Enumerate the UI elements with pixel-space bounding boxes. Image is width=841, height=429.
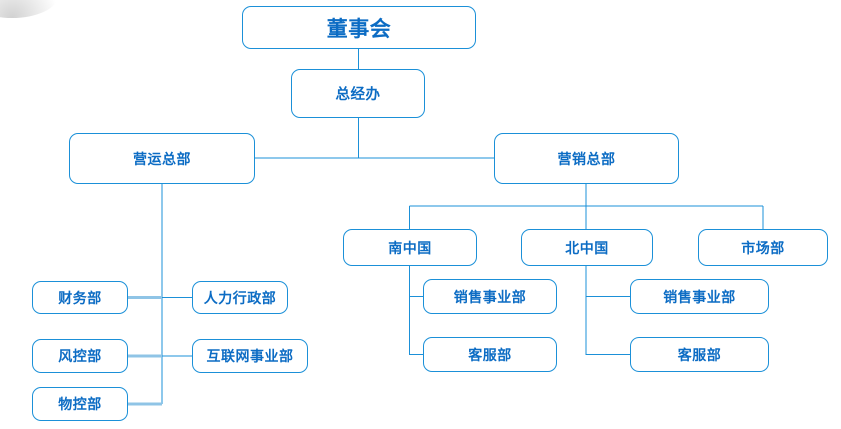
node-material-control-department[interactable]: 物控部 [32, 387, 128, 421]
node-operations-hq[interactable]: 营运总部 [69, 133, 255, 184]
node-general-manager-office[interactable]: 总经办 [291, 69, 425, 118]
node-internet-business-department[interactable]: 互联网事业部 [192, 339, 308, 373]
node-south-china-customer-service[interactable]: 客服部 [423, 337, 557, 372]
node-risk-control-department[interactable]: 风控部 [32, 339, 128, 373]
node-board[interactable]: 董事会 [242, 6, 476, 49]
node-south-china[interactable]: 南中国 [343, 229, 477, 266]
node-north-china[interactable]: 北中国 [521, 229, 653, 266]
node-north-china-customer-service[interactable]: 客服部 [630, 337, 769, 372]
node-marketing-hq[interactable]: 营销总部 [494, 133, 679, 184]
node-finance-department[interactable]: 财务部 [32, 281, 128, 314]
node-north-china-sales-division[interactable]: 销售事业部 [630, 279, 769, 314]
node-south-china-sales-division[interactable]: 销售事业部 [423, 279, 557, 314]
node-hr-admin-department[interactable]: 人力行政部 [192, 281, 288, 314]
node-market-department[interactable]: 市场部 [698, 229, 828, 266]
corner-shadow-artifact [0, 0, 58, 18]
